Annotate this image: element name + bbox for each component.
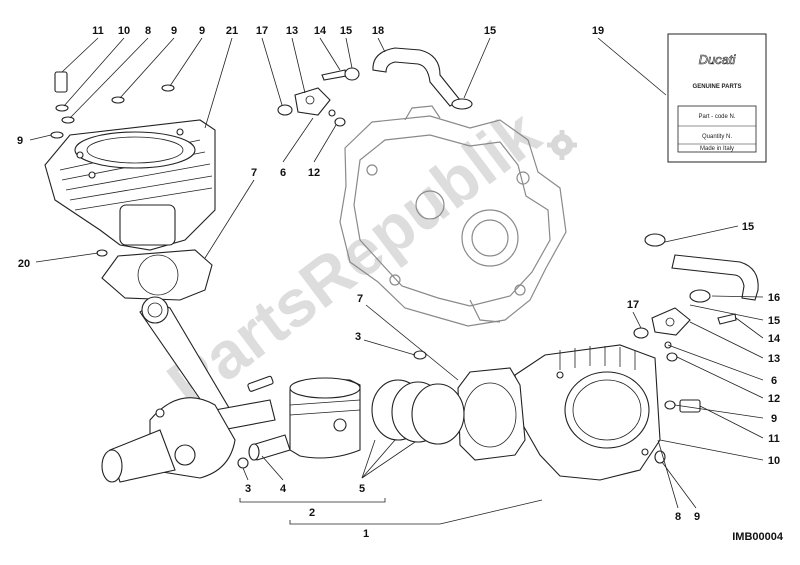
callout-number: 8 bbox=[675, 511, 681, 523]
callout-number: 14 bbox=[768, 333, 781, 345]
callout-number: 11 bbox=[92, 25, 104, 37]
water-outlet-front bbox=[633, 307, 737, 362]
callout-number: 13 bbox=[768, 353, 780, 365]
callout-number: 5 bbox=[359, 483, 365, 495]
callout-number: 8 bbox=[145, 25, 151, 37]
leader-lines bbox=[29, 37, 764, 525]
callout-number: 14 bbox=[314, 25, 327, 37]
callout-number: 9 bbox=[771, 413, 777, 425]
callout-number: 9 bbox=[17, 135, 23, 147]
rear-cylinder bbox=[44, 119, 216, 251]
callout-number: 21 bbox=[226, 25, 238, 37]
callout-number: 17 bbox=[256, 25, 268, 37]
piston-pin bbox=[237, 434, 291, 469]
watermark-gear-icon bbox=[547, 130, 577, 160]
callout-number: 17 bbox=[627, 299, 639, 311]
callout-number: 13 bbox=[286, 25, 298, 37]
callout-number: 6 bbox=[771, 375, 777, 387]
callout-number: 7 bbox=[357, 293, 363, 305]
callout-number: 1 bbox=[363, 528, 369, 540]
piston-rings bbox=[371, 350, 465, 445]
callout-number: 15 bbox=[340, 25, 352, 37]
label-card-brand: Ducati bbox=[699, 52, 737, 67]
water-outlet-rear bbox=[277, 67, 360, 127]
coolant-hose-lower bbox=[644, 233, 759, 303]
label-card-field: Part - code N. bbox=[698, 114, 735, 120]
callout-number: 9 bbox=[199, 25, 205, 37]
callout-number: 3 bbox=[355, 331, 361, 343]
callout-number: 10 bbox=[768, 455, 780, 467]
callout-number: 3 bbox=[245, 483, 251, 495]
callout-number: 15 bbox=[484, 25, 496, 37]
front-cylinder bbox=[514, 344, 661, 481]
callout-number: 12 bbox=[308, 167, 320, 179]
callout-number: 15 bbox=[768, 315, 780, 327]
callout-number: 20 bbox=[18, 258, 30, 270]
callout-number: 15 bbox=[742, 221, 754, 233]
crankcase-outline bbox=[339, 105, 567, 327]
callout-number: 9 bbox=[171, 25, 177, 37]
callout-number: 10 bbox=[118, 25, 130, 37]
callout-number: 19 bbox=[592, 25, 604, 37]
drawing-code: IMB00004 bbox=[732, 531, 784, 543]
watermark: PartsRepublik bbox=[154, 95, 577, 421]
coolant-hose-upper bbox=[372, 47, 473, 110]
callout-number: 11 bbox=[768, 433, 780, 445]
piston bbox=[289, 377, 361, 459]
callout-number: 16 bbox=[768, 292, 780, 304]
callout-number: 6 bbox=[280, 167, 286, 179]
label-card-heading: GENUINE PARTS bbox=[693, 84, 742, 90]
callout-number: 9 bbox=[694, 511, 700, 523]
dowel-and-orings-rear bbox=[50, 71, 175, 257]
callout-number: 7 bbox=[251, 167, 257, 179]
callout-number: 12 bbox=[768, 393, 780, 405]
label-card-field: Made in Italy bbox=[700, 146, 734, 152]
genuine-parts-label-card: Ducati GENUINE PARTS Part - code N. Quan… bbox=[667, 33, 767, 163]
callouts: 11 10 8 9 9 21 17 13 14 15 18 15 19 9 6 … bbox=[17, 25, 781, 540]
base-gasket-front bbox=[457, 367, 526, 461]
callout-number: 2 bbox=[309, 507, 315, 519]
callout-number: 18 bbox=[372, 25, 384, 37]
crankshaft-assembly bbox=[101, 296, 276, 483]
callout-number: 4 bbox=[280, 483, 287, 495]
label-card-field: Quantity N. bbox=[702, 134, 732, 140]
base-gasket-rear bbox=[101, 249, 213, 301]
